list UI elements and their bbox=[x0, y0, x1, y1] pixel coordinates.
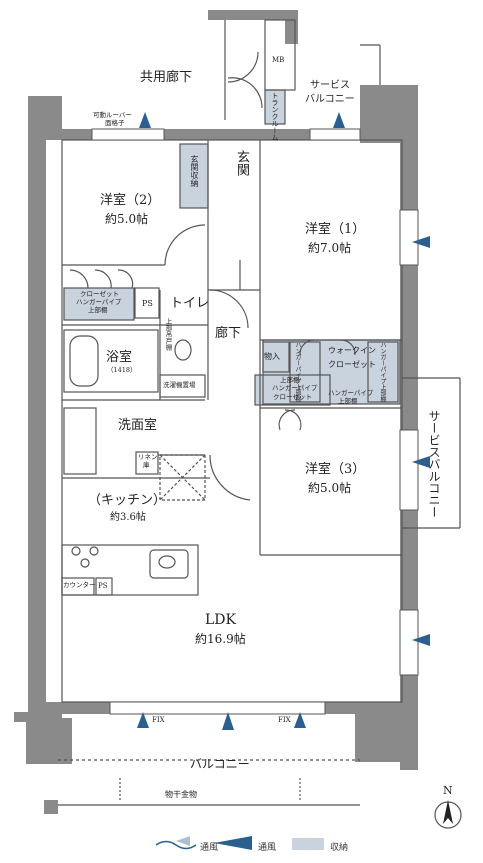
closet-w2-label-1: クローゼット bbox=[80, 290, 119, 298]
mb-label: MB bbox=[272, 56, 285, 64]
linen-label-2: 庫 bbox=[143, 461, 150, 469]
kitchen-size: 約3.6帖 bbox=[110, 512, 146, 523]
washroom-label: 洗面室 bbox=[118, 418, 158, 433]
fix-label-right: FIX bbox=[278, 716, 291, 724]
bath-size: （1418） bbox=[107, 366, 137, 374]
balcony-label: バルコニー bbox=[190, 757, 250, 771]
fix-label-left: FIX bbox=[152, 716, 165, 724]
trunk-room-label: トランクルーム bbox=[271, 92, 279, 141]
western1-name: 洋室（1） bbox=[305, 222, 366, 237]
interior-walls bbox=[58, 19, 462, 829]
hanger-shelf-h-2: 上部棚 bbox=[338, 397, 358, 405]
hanger-shelf-v-left: ハンガーパイプ上部棚 bbox=[294, 342, 301, 402]
ps-kitchen-label: PS bbox=[98, 582, 108, 590]
western2-name: 洋室（2） bbox=[100, 193, 161, 208]
drying-label: 物干金物 bbox=[165, 790, 197, 799]
toilet-label: トイレ bbox=[170, 296, 210, 311]
hanger-shelf-v-right: ハンガーパイプ上部棚 bbox=[379, 342, 386, 402]
service-balcony-top-label-2: バルコニー bbox=[305, 94, 355, 105]
legend-storage-label: 収納 bbox=[330, 843, 349, 853]
western3-size: 約5.0帖 bbox=[308, 481, 352, 495]
closet-w3-label-1: 上部棚 bbox=[280, 376, 300, 384]
north-arrow-icon bbox=[443, 800, 453, 824]
corridor-label: 共用廊下 bbox=[140, 70, 193, 85]
storage-label: 物入 bbox=[264, 352, 280, 361]
ps-label: PS bbox=[142, 299, 153, 308]
toilet-shelf-label: 上部吊戸棚 bbox=[164, 318, 172, 351]
hallway-label: 廊下 bbox=[215, 326, 242, 341]
closet-w2-label-3: 上部棚 bbox=[88, 306, 108, 314]
hanger-shelf-h-1: ハンガーパイプ bbox=[328, 389, 374, 397]
service-balcony-right-label: サービスバルコニー bbox=[427, 410, 441, 518]
legend-vent1-label: 通風 bbox=[200, 843, 219, 853]
louver-label-1: 可動ルーバー bbox=[93, 111, 132, 119]
legend-icons bbox=[155, 836, 324, 850]
western2-size: 約5.0帖 bbox=[105, 212, 149, 226]
closet-w2-label-2: ハンガーパイプ bbox=[76, 298, 122, 306]
ventilation-arrows bbox=[137, 112, 430, 730]
outer-walls bbox=[14, 10, 418, 814]
north-label: N bbox=[443, 784, 453, 797]
linen-label-1: リネン bbox=[138, 453, 158, 461]
entrance-label: 玄関 bbox=[234, 150, 249, 176]
western1-size: 約7.0帖 bbox=[308, 241, 352, 255]
legend-vent2-label: 通風 bbox=[258, 843, 277, 853]
counter-label: カウンター bbox=[63, 581, 96, 589]
service-balcony-top-label-1: サービス bbox=[310, 80, 350, 91]
walkin-label-1: ウォークイン bbox=[328, 346, 376, 355]
western3-name: 洋室（3） bbox=[305, 462, 366, 477]
ldk-size: 約16.9帖 bbox=[195, 632, 246, 646]
windows bbox=[91, 128, 419, 715]
entrance-storage-label: 玄関収納 bbox=[190, 155, 199, 187]
kitchen-name: （キッチン） bbox=[88, 493, 167, 508]
bath-name: 浴室 bbox=[106, 350, 133, 365]
storage-areas bbox=[64, 90, 400, 405]
louver-label-2: 面格子 bbox=[105, 119, 125, 127]
walkin-label-2: クローゼット bbox=[328, 360, 376, 369]
closet-w3-label-2: ハンガーパイプ bbox=[272, 384, 318, 392]
closet-w3-label-3: クローゼット bbox=[273, 393, 312, 401]
ldk-name: LDK bbox=[205, 612, 236, 628]
washer-label: 洗濯機置場 bbox=[163, 381, 196, 389]
